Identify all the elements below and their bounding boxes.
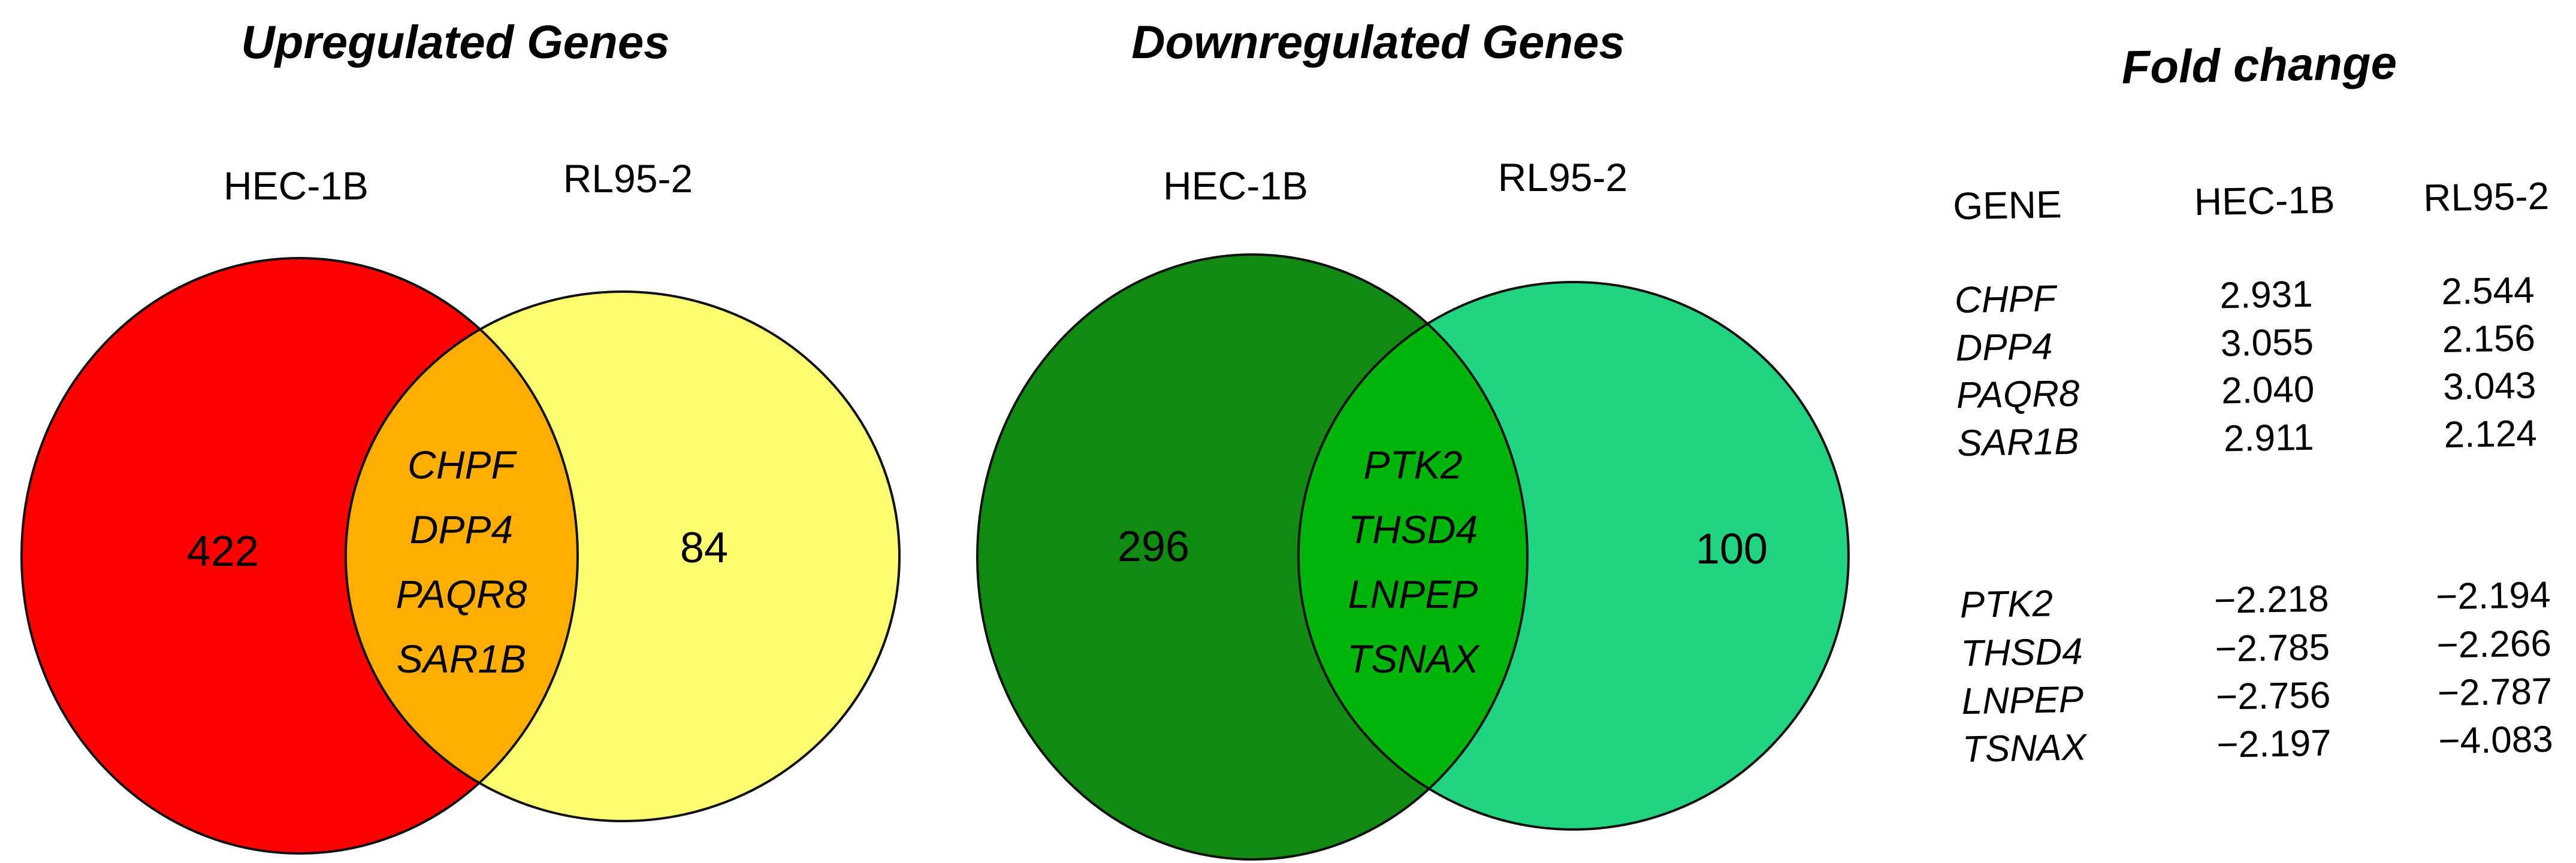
down-overlap-gene: PTK2: [1363, 443, 1463, 487]
up-overlap-gene: PAQR8: [395, 572, 527, 616]
rl952-value: −2.266: [2436, 622, 2552, 667]
down-overlap-gene: LNPEP: [1348, 572, 1478, 616]
hec1b-value: −2.218: [2213, 578, 2330, 622]
table-row: CHPF 2.931 2.544: [1939, 268, 2576, 322]
rl952-value: −2.194: [2435, 574, 2551, 618]
up-hec1b-count: 422: [186, 528, 259, 576]
fold-change-table: Fold change GENE HEC-1B RL95-2 CHPF 2.93…: [1935, 18, 2576, 778]
gene-name: DPP4: [1955, 326, 2053, 370]
up-overlap-gene-list: CHPF DPP4 PAQR8 SAR1B: [312, 432, 611, 691]
hec1b-value: 2.911: [2223, 416, 2315, 460]
hec1b-value: −2.756: [2215, 674, 2331, 718]
gene-name: CHPF: [1954, 278, 2056, 322]
hec1b-value: 2.040: [2221, 368, 2315, 412]
fold-change-header-row: GENE HEC-1B RL95-2: [1938, 172, 2576, 228]
down-overlap-gene: THSD4: [1348, 507, 1478, 552]
venn-downregulated: [976, 253, 1850, 861]
table-row: DPP4 3.055 2.156: [1940, 316, 2576, 370]
column-header-rl952: RL95-2: [2423, 174, 2550, 220]
table-row: PTK2 −2.218 −2.194: [1944, 573, 2576, 626]
rl952-value: 2.156: [2442, 317, 2536, 361]
up-overlap-gene: SAR1B: [396, 637, 527, 681]
rl952-value: −2.787: [2437, 670, 2553, 714]
fold-change-title: Fold change: [2121, 36, 2397, 94]
column-header-hec1b: HEC-1B: [2194, 178, 2336, 224]
table-row: TSNAX −2.197 −4.083: [1947, 717, 2576, 771]
venn-up-overlap-region: [345, 290, 578, 822]
down-hec1b-label: HEC-1B: [1162, 163, 1309, 208]
up-rl952-count: 84: [680, 524, 729, 572]
up-rl952-label: RL95-2: [563, 156, 693, 201]
venn-down-overlap-region: [1297, 281, 1527, 831]
down-rl952-count: 100: [1695, 525, 1768, 573]
gene-name: PAQR8: [1956, 373, 2080, 417]
venn-upregulated: [20, 257, 901, 855]
table-row: SAR1B 2.911 2.124: [1942, 411, 2576, 465]
venn-down-overlap-outline: [1298, 282, 1529, 829]
column-header-gene: GENE: [1952, 183, 2062, 228]
table-row: PAQR8 2.040 3.043: [1941, 363, 2576, 417]
hec1b-value: 3.055: [2220, 321, 2314, 365]
rl952-value: 3.043: [2442, 365, 2536, 408]
rl952-value: 2.124: [2443, 413, 2538, 456]
gene-name: PTK2: [1959, 583, 2053, 626]
down-rl952-label: RL95-2: [1497, 155, 1628, 199]
gene-name: THSD4: [1960, 631, 2083, 675]
down-overlap-gene-list: PTK2 THSD4 LNPEP TSNAX: [1263, 432, 1563, 691]
rl952-value: −4.083: [2438, 718, 2554, 762]
up-overlap-gene: CHPF: [407, 443, 515, 487]
up-hec1b-label: HEC-1B: [223, 163, 369, 208]
table-row: LNPEP −2.756 −2.787: [1946, 669, 2576, 723]
hec1b-value: 2.931: [2219, 273, 2314, 317]
hec1b-value: −2.785: [2215, 626, 2330, 670]
down-overlap-gene: TSNAX: [1346, 637, 1479, 681]
down-hec1b-count: 296: [1117, 523, 1190, 571]
upregulated-title: Upregulated Genes: [241, 16, 670, 68]
table-row: THSD4 −2.785 −2.266: [1946, 621, 2576, 675]
downregulated-title: Downregulated Genes: [1131, 16, 1625, 68]
up-overlap-gene: DPP4: [409, 507, 514, 552]
rl952-value: 2.544: [2441, 270, 2535, 313]
gene-name: LNPEP: [1961, 679, 2084, 723]
gene-name: SAR1B: [1956, 420, 2080, 465]
venn-up-overlap-outline: [346, 292, 579, 821]
gene-name: TSNAX: [1962, 726, 2087, 771]
hec1b-value: −2.197: [2216, 722, 2332, 766]
